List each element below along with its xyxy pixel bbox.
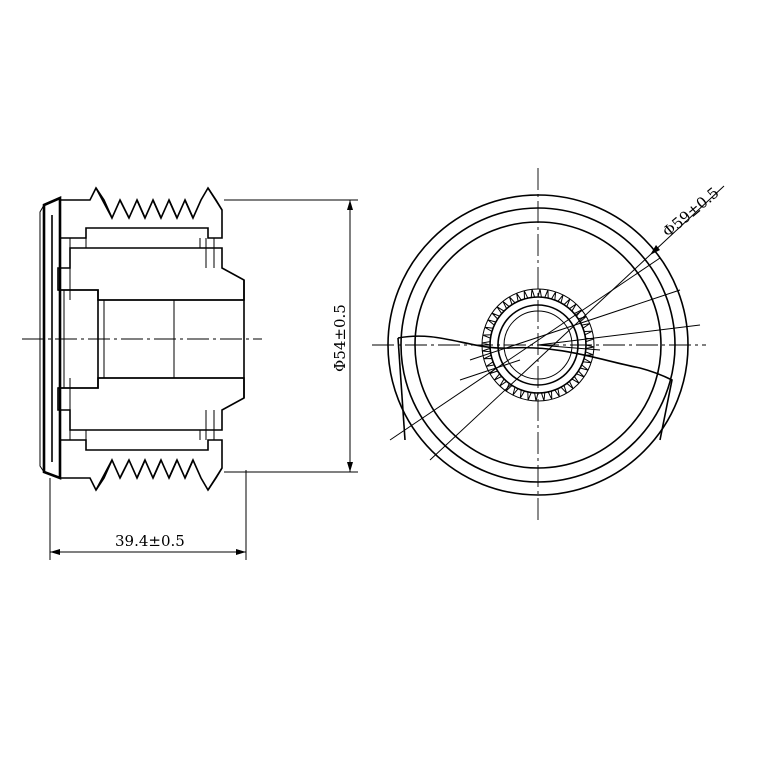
side-section-view: [22, 186, 262, 492]
clutch-section: [85, 238, 207, 440]
small-diameter-label: Φ54±0.5: [331, 304, 349, 372]
end-cap: [39, 196, 62, 480]
bore: [58, 280, 245, 398]
width-label: 39.4±0.5: [115, 532, 185, 550]
large-diameter-label: Φ59±0.5: [659, 184, 723, 241]
break-line: [397, 335, 673, 441]
front-view: [372, 168, 706, 520]
width-dimension: 39.4±0.5: [49, 470, 247, 560]
small-diameter-dimension: Φ54±0.5: [224, 199, 358, 473]
large-diameter-dimension: Φ59±0.5: [429, 184, 725, 461]
